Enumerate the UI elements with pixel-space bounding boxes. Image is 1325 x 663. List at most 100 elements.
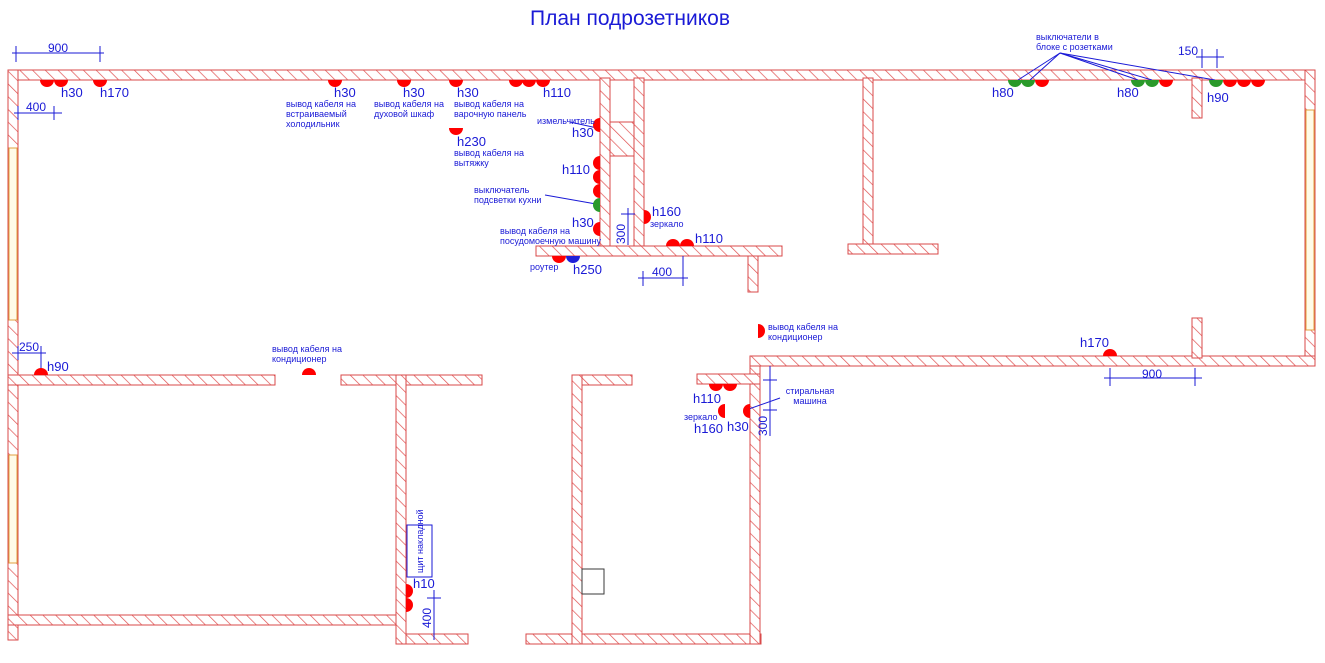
socket-icon <box>536 80 550 87</box>
socket-icon <box>397 80 411 87</box>
socket-icon <box>302 368 316 375</box>
switch-icon <box>1021 80 1035 87</box>
wall <box>633 77 645 249</box>
height-label: h80 <box>1117 85 1139 100</box>
switch-icon <box>593 198 600 212</box>
window <box>1305 109 1315 331</box>
socket-icon <box>1223 80 1237 87</box>
note-ac: вывод кабеля на кондиционер <box>768 322 838 342</box>
socket-icon <box>593 156 600 170</box>
wall <box>525 633 762 645</box>
wall <box>7 374 276 386</box>
socket-icon <box>593 170 600 184</box>
wall <box>749 365 761 645</box>
switch-icon <box>1145 80 1159 87</box>
dim-900: 900 <box>1142 367 1162 381</box>
niche-box <box>581 568 605 595</box>
socket-icon <box>709 384 723 391</box>
dim-400: 400 <box>420 608 434 628</box>
dim-300: 300 <box>756 416 770 436</box>
height-label: h110 <box>543 85 571 100</box>
socket-icon <box>328 80 342 87</box>
socket-icon <box>593 118 600 132</box>
note-grinder: измельчитель <box>537 116 595 126</box>
callout-line <box>569 121 598 129</box>
callout-line <box>1059 52 1216 81</box>
wall <box>7 614 407 626</box>
switch-icon <box>1209 80 1223 87</box>
socket-icon <box>680 239 694 246</box>
height-label: h160 <box>652 204 681 219</box>
wall <box>696 373 761 385</box>
socket-icon <box>1103 349 1117 356</box>
wall <box>340 374 483 386</box>
socket-icon <box>449 128 463 135</box>
dim-900: 900 <box>48 41 68 55</box>
dim-150: 150 <box>1178 44 1198 58</box>
dim-250: 250 <box>19 340 39 354</box>
electrical-panel <box>406 524 433 578</box>
callout-line <box>1059 52 1153 81</box>
height-labels: h30 h170 h30 h30 h30 h110 h230 h30 h110 … <box>47 85 1229 591</box>
dim-400: 400 <box>652 265 672 279</box>
height-label: h170 <box>1080 335 1109 350</box>
socket-icon <box>552 256 566 263</box>
socket-icon <box>644 210 651 224</box>
note-dishwasher: вывод кабеля на посудомоечную машину <box>500 226 602 246</box>
callout-line <box>745 397 781 411</box>
height-label: h90 <box>1207 90 1229 105</box>
wall <box>749 355 1316 367</box>
socket-icon <box>522 80 536 87</box>
wall <box>395 374 407 645</box>
wall <box>571 374 583 645</box>
plan-title: План подрозетников <box>530 7 730 30</box>
window <box>8 147 18 321</box>
socket-icon <box>406 584 413 598</box>
note-ac: вывод кабеля на кондиционер <box>272 344 342 364</box>
height-label: h110 <box>693 391 721 406</box>
switches <box>593 80 1223 212</box>
height-label: h30 <box>572 215 594 230</box>
wall <box>1191 317 1203 359</box>
wall <box>1191 77 1203 119</box>
wall <box>747 255 759 293</box>
socket-icon <box>1035 80 1049 87</box>
notes: вывод кабеля на встраиваемый холодильник… <box>272 32 1113 422</box>
socket-icon <box>723 384 737 391</box>
height-label: h30 <box>457 85 479 100</box>
callout-line <box>1017 52 1061 81</box>
wall <box>609 121 635 157</box>
height-label: h160 <box>694 421 723 436</box>
height-label: h30 <box>727 419 749 434</box>
callout-line <box>1029 52 1061 81</box>
socket-icon <box>1251 80 1265 87</box>
height-label: h90 <box>47 359 69 374</box>
note-oven: вывод кабеля на духовой шкаф <box>374 99 444 119</box>
router-icon <box>566 256 580 263</box>
note-mirror: зеркало <box>684 412 718 422</box>
dim-300: 300 <box>614 224 628 244</box>
socket-icon <box>743 404 750 418</box>
height-label: h80 <box>992 85 1014 100</box>
switch-icon <box>1131 80 1145 87</box>
height-label: h110 <box>562 162 590 177</box>
socket-icon <box>1237 80 1251 87</box>
height-label: h30 <box>334 85 356 100</box>
socket-icon <box>509 80 523 87</box>
switch-icon <box>1008 80 1022 87</box>
height-label: h250 <box>573 262 602 277</box>
window <box>8 454 18 564</box>
windows <box>8 109 1315 564</box>
socket-icon <box>758 324 765 338</box>
socket-icon <box>40 80 54 87</box>
height-label: h110 <box>695 231 723 246</box>
note-kitchen-light: выключатель подсветки кухни <box>474 185 542 205</box>
wall <box>535 245 783 257</box>
wall <box>7 69 1316 81</box>
socket-icon <box>593 184 600 198</box>
wall <box>862 77 874 249</box>
walls <box>7 69 1316 645</box>
callout-line <box>544 194 597 205</box>
height-label: h30 <box>403 85 425 100</box>
